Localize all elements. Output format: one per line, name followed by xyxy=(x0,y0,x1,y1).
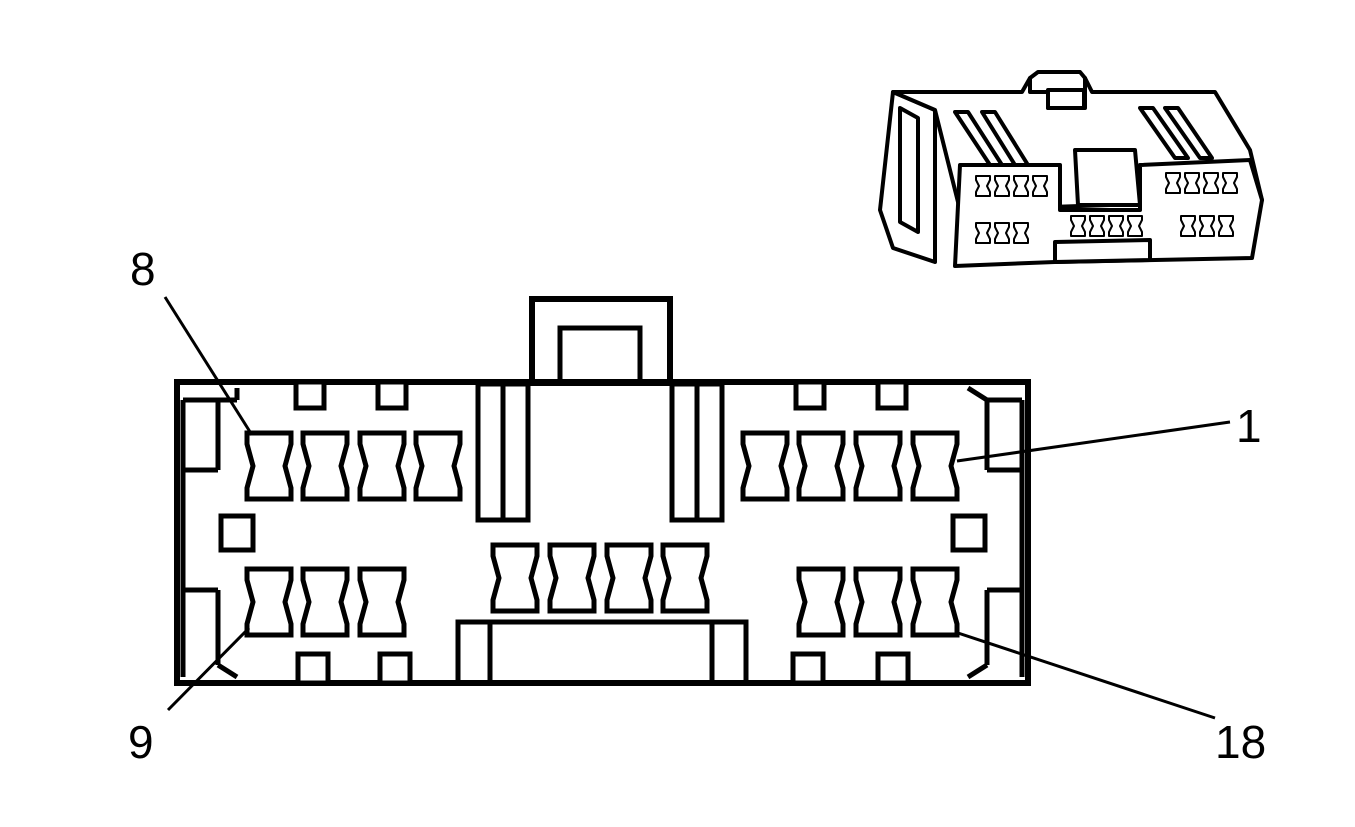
top-tabs xyxy=(293,379,909,411)
pin-label-8: 8 xyxy=(130,243,156,295)
cavity-row-bottom-right xyxy=(799,569,957,635)
leader-pin-1 xyxy=(956,420,1231,463)
bottom-tabs xyxy=(295,651,911,686)
cavity-row-top-left xyxy=(247,433,460,499)
leader-lines xyxy=(163,296,1231,720)
connector-face xyxy=(174,296,1031,686)
leader-pin-18 xyxy=(954,630,1216,720)
bottom-block xyxy=(455,619,749,686)
connector-isometric-view xyxy=(878,70,1264,268)
guide-posts xyxy=(475,381,725,523)
housing xyxy=(174,379,1031,686)
leader-pin-9 xyxy=(166,626,251,712)
cavity-row-bottom-center xyxy=(493,545,707,611)
left-rail xyxy=(180,388,256,680)
latch-window xyxy=(557,325,643,386)
cavity-row-top-right xyxy=(743,433,957,499)
pin-label-18: 18 xyxy=(1215,716,1266,768)
pin-label-1: 1 xyxy=(1236,400,1262,452)
cavity-row-bottom-left xyxy=(247,569,404,635)
pin-label-9: 9 xyxy=(128,716,154,768)
right-rail xyxy=(950,385,1025,680)
leader-pin-8 xyxy=(163,296,254,436)
